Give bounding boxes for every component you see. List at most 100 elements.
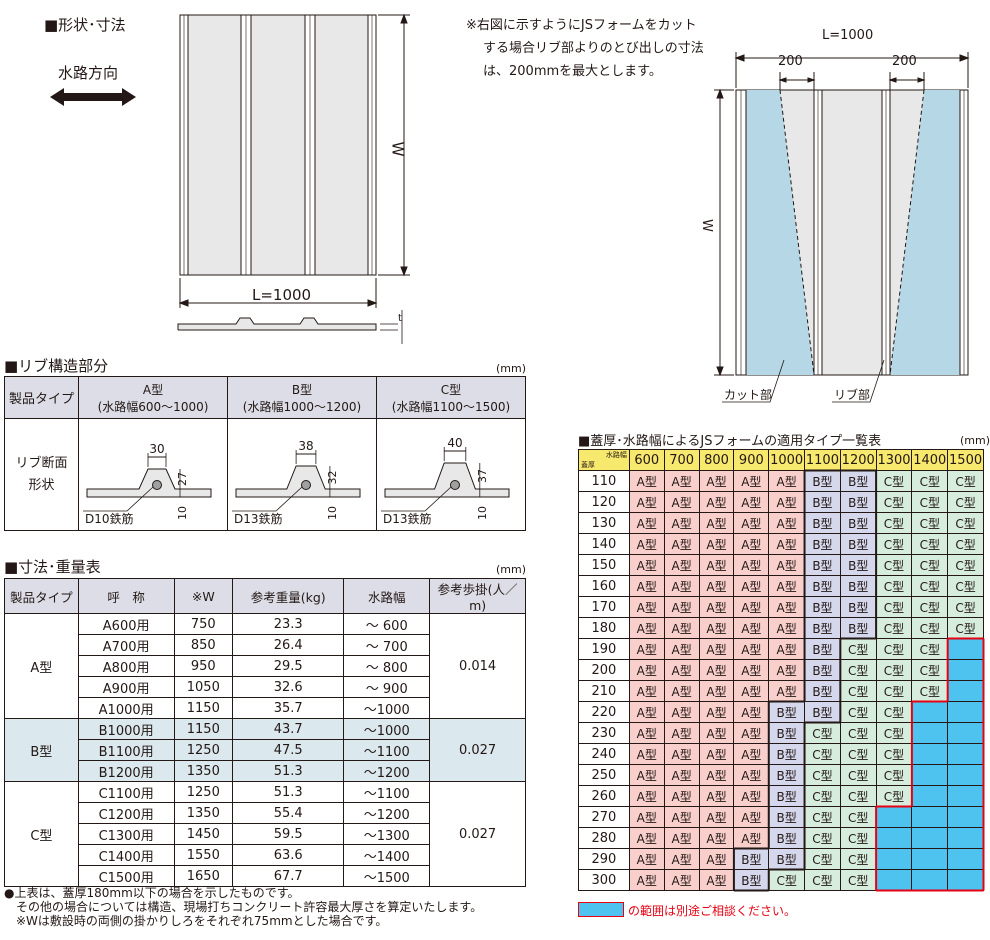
app-type-cell: A型 [698,533,735,555]
dim-rate-cell: 0.027 [429,781,526,887]
app-type-cell: A型 [768,512,806,534]
double-arrow-icon [50,88,136,106]
app-type-cell: A型 [663,617,700,639]
dim-cell: 29.5 [232,655,345,677]
app-type-cell: C型 [911,617,949,639]
app-type-cell: A型 [768,680,806,702]
cut-part-label: カット部 [724,388,773,402]
app-type-cell: A型 [733,722,770,744]
dim-cell: 1350 [173,802,234,824]
app-type-cell: B型 [839,470,877,492]
app-type-cell: B型 [768,827,806,849]
app-type-cell [947,827,984,849]
dim-cell: 23.3 [232,613,345,635]
app-thickness-cell: 130 [578,512,630,534]
dim-cell: C1300用 [77,823,175,845]
app-type-cell: A型 [698,827,735,849]
dim-type-cell: B型 [4,718,79,782]
app-thickness-cell: 250 [578,764,630,786]
app-type-cell: A型 [698,575,735,597]
rebar-leader [83,486,154,512]
app-type-cell: A型 [768,659,806,681]
app-thickness-cell: 270 [578,806,630,828]
app-type-cell: A型 [733,575,770,597]
dim-cell: 26.4 [232,634,345,656]
shape-title: ■形状･寸法 [44,16,126,34]
app-width-header: 900 [733,449,770,471]
app-type-cell: A型 [698,869,735,891]
rib-width-label: 38 [298,439,313,453]
app-type-cell: C型 [804,785,841,807]
app-type-cell: C型 [947,617,984,639]
app-type-cell: C型 [839,722,877,744]
app-type-cell: A型 [628,743,665,765]
app-type-cell: C型 [839,827,877,849]
dim-cell: 〜1200 [343,760,431,782]
app-type-cell: B型 [804,596,841,618]
app-type-cell: C型 [839,701,877,723]
app-type-cell: A型 [628,785,665,807]
rib-profile [235,465,361,498]
app-type-cell: C型 [911,680,949,702]
rib-unit: (mm) [496,362,527,375]
rib-profile [86,468,212,498]
dim-note-2: その他の場合については構造、現場打ちコンクリート許容最大厚さを算定いたします。 [16,900,483,914]
app-type-cell: A型 [663,701,700,723]
cut-note: ※右図に示すようにJSフォームをカット する場合リブ部よりのとび出しの寸法 は、… [466,14,704,83]
app-type-cell: A型 [628,617,665,639]
rebar-leader [232,486,303,512]
app-type-cell [947,848,984,870]
app-type-cell: A型 [698,701,735,723]
app-type-cell: A型 [733,512,770,534]
app-type-cell: A型 [698,722,735,744]
app-type-cell: A型 [628,806,665,828]
app-type-cell: B型 [804,575,841,597]
app-type-cell [947,806,984,828]
dim-cell: A600用 [77,613,175,635]
cut-200-right-label: 200 [892,54,917,69]
app-type-cell: C型 [875,470,913,492]
dim-cell: 1550 [173,844,234,866]
dim-cell: 1250 [173,781,234,803]
app-thickness-cell: 120 [578,491,630,513]
dim-cell: A1000用 [77,697,175,719]
app-type-cell: C型 [911,470,949,492]
app-type-cell: A型 [663,848,700,870]
dim-cell: 59.5 [232,823,345,845]
app-type-cell: A型 [663,512,700,534]
app-type-cell: A型 [733,533,770,555]
app-type-cell [911,806,949,828]
app-type-cell: B型 [839,596,877,618]
dim-cell: 63.6 [232,844,345,866]
app-type-cell: A型 [698,680,735,702]
app-type-cell: A型 [698,764,735,786]
form-plan-drawing [177,13,410,344]
dim-cell: A700用 [77,634,175,656]
dim-cell: 55.4 [232,802,345,824]
dim-cell: 1150 [173,718,234,740]
rib-type-b-header: B型(水路幅1000〜1200) [227,376,377,419]
rib-title: ■リブ構造部分 [4,357,109,375]
cut-200-left-label: 200 [778,54,803,69]
app-thickness-cell: 220 [578,701,630,723]
app-type-cell: A型 [733,785,770,807]
rib-width-label: 40 [447,436,462,450]
app-thickness-cell: 180 [578,617,630,639]
app-type-cell: C型 [804,848,841,870]
dim-cell: 850 [173,634,234,656]
app-type-cell: B型 [804,701,841,723]
dim-cell: 51.3 [232,760,345,782]
app-type-cell: A型 [733,554,770,576]
app-type-cell: A型 [628,638,665,660]
